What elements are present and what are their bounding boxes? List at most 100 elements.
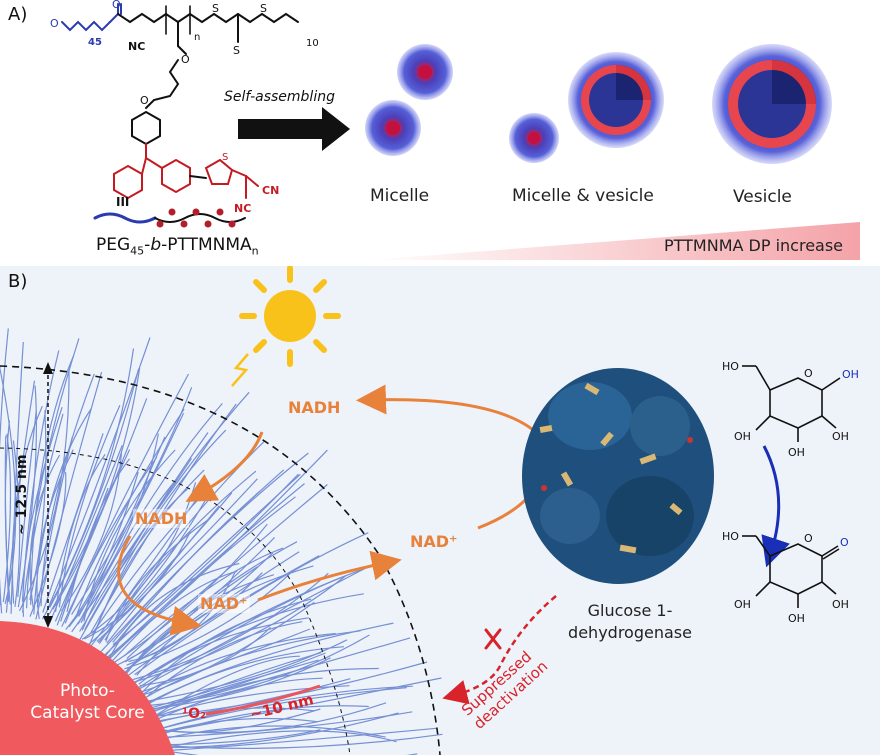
brush-strand xyxy=(78,413,185,617)
brush-strand xyxy=(109,523,268,666)
brush-strand xyxy=(22,407,63,617)
brush-strand xyxy=(0,328,9,614)
enzyme-structure xyxy=(522,368,714,584)
brush-strand xyxy=(120,554,320,682)
micelle-small-bottom xyxy=(365,100,421,156)
singlet-oxygen-label: ¹O₂ xyxy=(182,706,207,722)
chem-s2: S xyxy=(233,44,240,57)
brush-strand xyxy=(22,413,64,613)
brush-strand xyxy=(123,547,284,657)
brush-strand xyxy=(141,598,312,693)
brush-strand xyxy=(141,667,379,724)
brush-strand xyxy=(4,420,11,605)
morphology-micelle: Micelle xyxy=(370,186,430,206)
sun-icon xyxy=(239,266,341,367)
brush-strand xyxy=(36,436,73,608)
brush-strand xyxy=(143,646,344,708)
arrow-nad-outward xyxy=(257,550,402,602)
chem-o4: O xyxy=(140,94,149,107)
brush-strand xyxy=(147,621,303,697)
brush-strand xyxy=(79,391,250,632)
lactone-ho: HO xyxy=(722,530,739,543)
dp-increase-label: PTTMNMA DP increase xyxy=(664,236,844,255)
brush-strand xyxy=(52,367,141,610)
brush-strand xyxy=(56,449,131,626)
brush-strand xyxy=(140,630,361,701)
brush-strand xyxy=(136,637,411,717)
lactone-o-keto: O xyxy=(840,536,849,549)
brush-strand xyxy=(106,562,240,665)
chem-o3: O xyxy=(181,53,190,66)
glucose-oxidation-arrow xyxy=(761,445,790,568)
thickness-label: ~ 12.5 nm xyxy=(14,454,30,535)
arrow-nadh-to-nad-inner xyxy=(117,535,202,636)
brush-strand xyxy=(124,541,298,674)
brush-strand xyxy=(106,505,220,644)
glucose-oh-anomeric: OH xyxy=(842,368,859,381)
brush-strand xyxy=(105,519,208,642)
micelle-small-top xyxy=(397,44,453,100)
brush-strand xyxy=(40,373,95,607)
brush-strand xyxy=(26,338,80,609)
chem-sub45: 45 xyxy=(88,37,102,48)
vesicle-medium xyxy=(568,52,664,148)
brush-strand xyxy=(140,687,407,735)
brush-strand xyxy=(64,456,158,624)
polymer-name: PEG45-b-PTTMNMAn xyxy=(96,235,259,258)
brush-strand xyxy=(17,411,37,597)
micelle-mixed xyxy=(509,113,559,163)
brush-strand xyxy=(80,403,223,624)
nadh-inner-label: NADH xyxy=(133,509,190,528)
brush-strand xyxy=(87,493,210,646)
brush-strand xyxy=(104,470,257,641)
chem-o2: O xyxy=(112,0,121,11)
brush-strand xyxy=(36,449,74,619)
brush-strand xyxy=(126,551,300,670)
chem-cn: CN xyxy=(262,184,279,197)
nad-plus-right-label: NAD⁺ xyxy=(410,532,458,551)
chem-n: n xyxy=(194,32,200,43)
dp-gradient xyxy=(370,222,860,260)
brush-strand xyxy=(55,454,106,612)
brush-strand xyxy=(90,485,207,647)
chem-s3: S xyxy=(260,2,267,15)
glucose-oh-3: OH xyxy=(788,446,805,459)
brush-strand xyxy=(12,440,21,607)
gluconolactone-structure xyxy=(742,535,840,608)
core-label: Photo- Catalyst Core xyxy=(30,681,145,723)
peg-brush-strands xyxy=(0,328,443,755)
brush-strand xyxy=(128,558,383,696)
vesicle-large xyxy=(712,44,832,164)
enzyme-label: Glucose 1- dehydrogenase xyxy=(568,601,692,642)
brush-strand xyxy=(136,565,314,676)
nad-plus-inner-label: NAD⁺ xyxy=(198,594,250,613)
chem-o1: O xyxy=(50,17,59,30)
self-assembling-label: Self-assembling xyxy=(224,89,335,105)
self-assembly-arrow xyxy=(238,107,350,151)
brush-strand xyxy=(140,639,348,703)
glucose-ho: HO xyxy=(722,360,739,373)
panel-a-graphic: O 45 O NC n S S S 10 O O S CN NC III xyxy=(50,0,860,260)
brush-strand xyxy=(155,730,397,751)
chem-roman: III xyxy=(116,195,129,209)
chem-nc: NC xyxy=(128,40,145,53)
brush-strand xyxy=(29,472,67,617)
nadh-top-label: NADH xyxy=(288,398,341,417)
chem-sub10: 10 xyxy=(306,38,319,49)
lactone-o-ring: O xyxy=(804,532,813,545)
brush-strand xyxy=(149,747,418,755)
arrow-nadh-down xyxy=(185,431,264,502)
brush-strand xyxy=(146,659,319,710)
brush-strand xyxy=(126,484,328,659)
brush-strand xyxy=(29,454,61,609)
brush-strand xyxy=(79,432,209,641)
brush-strand xyxy=(58,405,121,608)
brush-strand xyxy=(148,729,321,746)
lactone-oh-3: OH xyxy=(788,612,805,625)
brush-strand xyxy=(89,403,237,634)
brush-strand xyxy=(30,354,75,605)
chem-nc2: NC xyxy=(234,202,251,215)
inner-shell-dashed xyxy=(0,447,351,755)
arrow-nad-to-nadh-outer xyxy=(356,384,546,530)
brush-strand xyxy=(107,483,305,659)
